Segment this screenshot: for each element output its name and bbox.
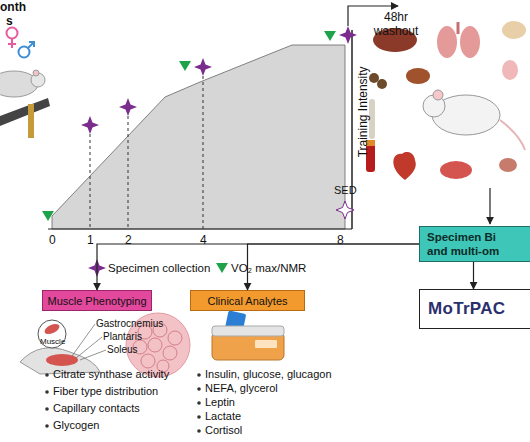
x-axis <box>48 228 352 229</box>
bullet-group <box>45 373 201 433</box>
node-label: Specimen Bi and multi-om <box>420 230 507 258</box>
axis-tick: 0 <box>49 234 56 248</box>
sed-star <box>336 201 354 219</box>
male-symbol-arrow <box>28 42 34 48</box>
vo2-triangle <box>179 61 191 71</box>
leg-muscle <box>46 354 78 366</box>
bullet <box>197 401 201 405</box>
analyzer-display <box>255 340 277 348</box>
callout-label: Muscle <box>40 337 65 346</box>
list-item: Cortisol <box>205 424 242 437</box>
muscle-callout <box>38 320 66 348</box>
rat-ear <box>33 70 39 76</box>
female-symbol <box>7 28 18 39</box>
legend-triangle <box>216 263 228 273</box>
bone <box>369 102 375 136</box>
feces <box>369 73 379 83</box>
trachea <box>457 22 460 34</box>
fiber-pattern <box>133 323 182 372</box>
list-item: Fiber type distribution <box>53 385 158 398</box>
legend-label: Specimen collection <box>108 262 210 275</box>
list-item: Leptin <box>205 396 235 409</box>
washout-note: 48hr washout <box>370 11 422 39</box>
muscle-name: Gastrocnemius <box>96 318 163 330</box>
treadmill-leg <box>28 104 34 138</box>
muscle-name: Soleus <box>107 344 138 356</box>
rat-tail <box>500 120 525 150</box>
vo2-triangle <box>42 211 54 221</box>
lung <box>460 26 480 58</box>
connector-arrow <box>473 262 474 289</box>
list-item: Capillary contacts <box>53 402 140 415</box>
axis-tick: 2 <box>125 234 132 248</box>
logo-box: MoTrPAC <box>419 289 530 329</box>
collection-star <box>194 58 212 76</box>
group-label: SED <box>334 184 357 197</box>
cropped-text: onth <box>0 1 26 15</box>
process-box: Clinical Analytes <box>190 290 305 311</box>
axis-tick: 8 <box>337 234 344 248</box>
fat-tissue <box>502 21 526 39</box>
collection-star <box>119 98 137 116</box>
collection-star <box>81 116 99 134</box>
male-symbol <box>19 47 30 58</box>
analyzer-top <box>212 326 284 336</box>
muscle-icon <box>43 322 61 336</box>
connector-arrow <box>248 244 420 290</box>
muscle-name: Plantaris <box>103 331 142 343</box>
bullet <box>45 390 49 394</box>
lung <box>437 26 457 58</box>
node-label: Muscle Phenotyping <box>47 295 146 307</box>
specimen-box: Specimen Bi and multi-om <box>419 226 530 262</box>
bullet <box>197 429 201 433</box>
connector-arrow <box>97 244 419 290</box>
process-box: Muscle Phenotyping <box>42 290 152 311</box>
bullet <box>197 387 201 391</box>
node-label: Clinical Analytes <box>207 295 287 307</box>
kidney <box>499 158 517 172</box>
list-item: Glycogen <box>53 419 99 432</box>
heart <box>393 152 415 180</box>
leader-line <box>72 324 106 360</box>
legend-label: VO₂ max/NMR <box>231 262 306 275</box>
brown-fat <box>406 68 430 84</box>
vo2-triangle <box>324 31 336 41</box>
list-item: Insulin, glucose, glucagon <box>205 368 332 381</box>
axis-title: Training Intensity <box>356 66 370 157</box>
bullet <box>197 373 201 377</box>
bullet <box>45 424 49 428</box>
bullet <box>197 415 201 419</box>
feces <box>377 79 387 89</box>
muscle-fiber <box>148 338 162 352</box>
list-item: NEFA, glycerol <box>205 382 278 395</box>
rat-ear <box>433 90 443 100</box>
legend-star <box>88 259 106 277</box>
flow-arrow <box>489 188 490 224</box>
treadmill-belt <box>0 98 50 126</box>
bullet <box>45 373 49 377</box>
axis-tick: 4 <box>200 234 207 248</box>
node-label: MoTrPAC <box>420 299 505 319</box>
training-area <box>52 45 345 229</box>
bullet <box>45 407 49 411</box>
cropped-text: s <box>6 15 13 29</box>
intensity-axis <box>351 30 353 229</box>
dashed-guide <box>90 76 203 229</box>
gonad <box>502 60 518 80</box>
muscle-fiber <box>163 346 177 360</box>
muscle-tissue <box>440 161 472 179</box>
list-item: Lactate <box>205 410 241 423</box>
female-symbol-cross <box>8 39 16 48</box>
collection-star <box>339 26 357 44</box>
axis-tick: 1 <box>87 234 94 248</box>
muscle-fiber <box>141 354 155 368</box>
muscle-fiber <box>168 331 182 345</box>
list-item: Citrate synthase activity <box>53 368 169 381</box>
